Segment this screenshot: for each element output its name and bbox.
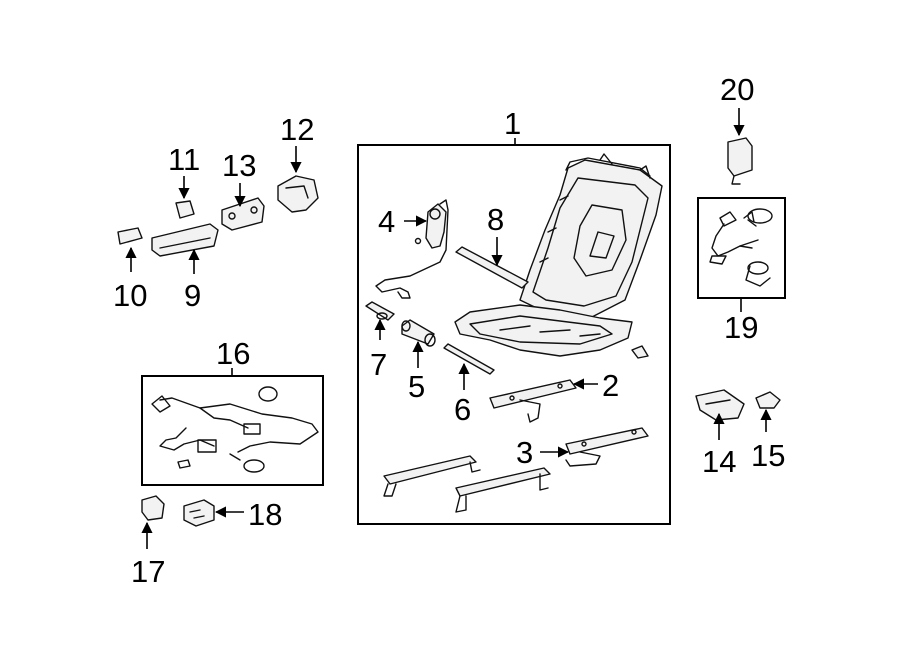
callout-2: 2 <box>602 368 619 403</box>
rod-part-8 <box>455 246 529 289</box>
cap-part-15 <box>755 391 781 409</box>
button-part-11 <box>175 200 195 219</box>
handle-part-9 <box>151 223 219 257</box>
bracket-part-13 <box>221 197 265 231</box>
bracket-part-14 <box>695 389 745 421</box>
callout-1: 1 <box>504 106 521 141</box>
callout-11: 11 <box>168 142 200 177</box>
rail-part-2 <box>489 379 577 423</box>
harness-box-16 <box>141 375 324 486</box>
callout-19: 19 <box>724 310 758 345</box>
cover-part-12 <box>277 175 319 213</box>
callout-18: 18 <box>248 497 282 532</box>
relay-part-17 <box>141 495 165 521</box>
spindle-part-7 <box>365 301 395 321</box>
motor-part-5 <box>401 319 436 347</box>
harness-box-19 <box>697 197 786 299</box>
callout-14: 14 <box>702 444 736 479</box>
callout-5: 5 <box>408 369 425 404</box>
motor-cable-part <box>375 199 449 299</box>
seat-assembly-box <box>357 144 671 525</box>
harness-part-16 <box>151 386 319 473</box>
callout-6: 6 <box>454 392 471 427</box>
rail-part-3 <box>565 427 649 467</box>
callout-9: 9 <box>184 278 201 313</box>
callout-10: 10 <box>113 278 147 313</box>
callout-4: 4 <box>378 204 395 239</box>
connector-part-18 <box>183 499 215 527</box>
seat-frame-part <box>454 153 663 359</box>
callout-3: 3 <box>516 435 533 470</box>
callout-13: 13 <box>222 148 256 183</box>
harness-part-19 <box>709 208 773 287</box>
callout-15: 15 <box>751 438 785 473</box>
callout-20: 20 <box>720 72 754 107</box>
callout-7: 7 <box>370 347 387 382</box>
connector-part-20 <box>727 137 753 185</box>
seat-tracks <box>383 455 551 513</box>
clip-part-10 <box>117 227 143 245</box>
screw-part-6 <box>443 343 495 375</box>
callout-12: 12 <box>280 112 314 147</box>
callout-16: 16 <box>216 336 250 371</box>
callout-8: 8 <box>487 202 504 237</box>
callout-17: 17 <box>131 554 165 589</box>
